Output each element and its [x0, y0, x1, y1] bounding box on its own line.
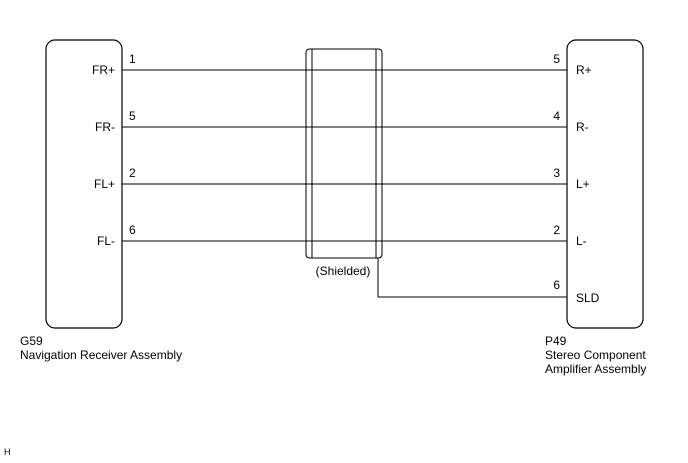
right-pin-l-plus: L+ [576, 177, 590, 191]
left-pin-number: 2 [129, 166, 136, 180]
shield-label: (Shielded) [316, 264, 371, 278]
left-connector-code: G59 [20, 334, 43, 348]
left-pin-fr-plus: FR+ [92, 63, 115, 77]
right-pin-number: 4 [553, 109, 560, 123]
shield-symbol [305, 48, 383, 259]
right-pin-r-minus: R- [576, 120, 589, 134]
right-connector-name-line-2: Amplifier Assembly [545, 362, 647, 376]
right-connector-name-line-1: Stereo Component [545, 348, 646, 362]
right-pin-sld: SLD [576, 291, 600, 305]
left-pin-fl-minus: FL- [97, 234, 115, 248]
left-pin-number: 6 [129, 223, 136, 237]
left-pin-fl-plus: FL+ [94, 177, 115, 191]
left-pin-fr-minus: FR- [95, 120, 115, 134]
right-pin-r-plus: R+ [576, 63, 592, 77]
right-pin-number: 3 [553, 166, 560, 180]
corner-mark: H [4, 447, 11, 457]
right-pin-number: 5 [553, 52, 560, 66]
shield-drain-wire [377, 258, 567, 298]
right-pin-number: 2 [553, 223, 560, 237]
left-connector-name: Navigation Receiver Assembly [20, 348, 183, 362]
right-pin-number: 6 [553, 278, 560, 292]
left-pin-number: 5 [129, 109, 136, 123]
left-pin-number: 1 [129, 52, 136, 66]
right-pin-l-minus: L- [576, 234, 587, 248]
right-connector-code: P49 [545, 334, 567, 348]
